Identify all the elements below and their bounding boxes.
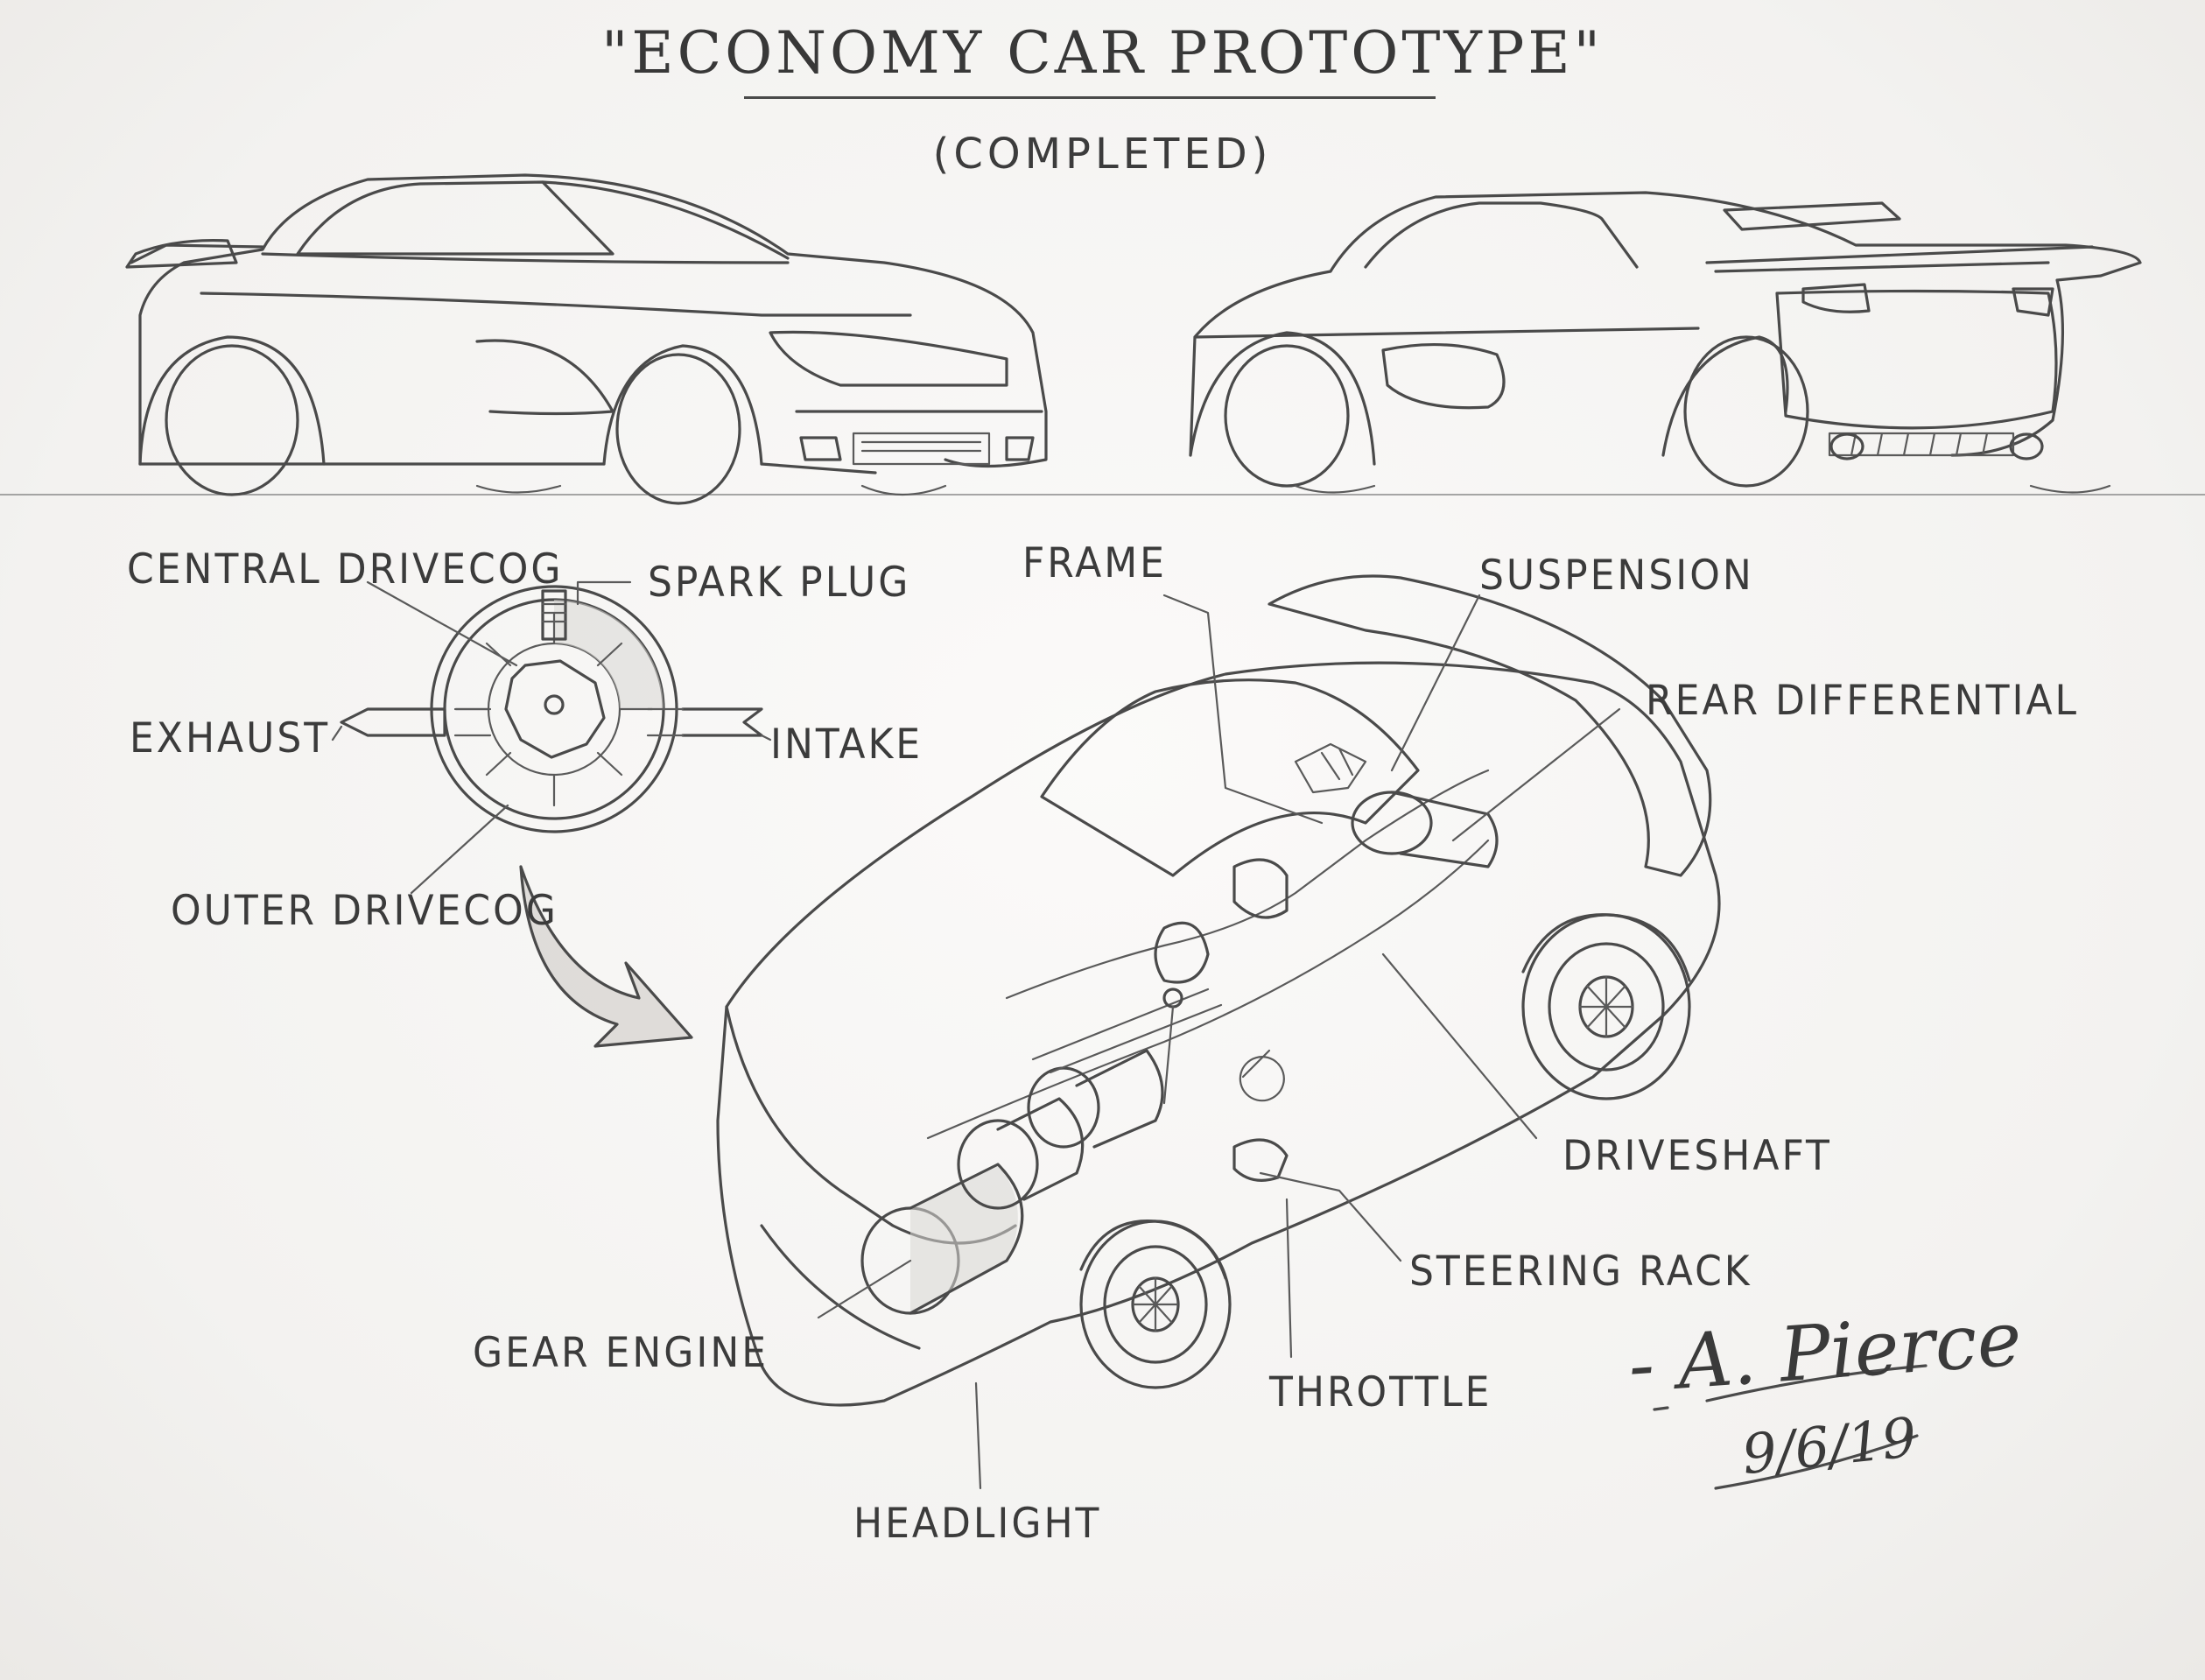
leader-lines: [331, 580, 1621, 1490]
gear-engine-diagram: [340, 585, 763, 1048]
label-frame: FRAME: [1022, 538, 1167, 588]
date-underline: [1714, 1434, 1919, 1490]
label-spark-plug: SPARK PLUG: [648, 558, 911, 608]
label-throttle: THROTTLE: [1269, 1367, 1492, 1417]
label-headlight: HEADLIGHT: [853, 1499, 1102, 1549]
signature-underline: [1705, 1364, 1928, 1402]
label-central-drivecog: CENTRAL DRIVECOG: [127, 545, 564, 594]
label-intake: INTAKE: [770, 720, 923, 770]
car-side-view-left: [125, 173, 1048, 505]
title-underline: [744, 96, 1436, 99]
signature-dash: [1653, 1406, 1669, 1411]
drawing-subtitle: (COMPLETED): [932, 130, 1273, 179]
cutaway-car: [716, 574, 1721, 1407]
car-rear-view-right: [1189, 191, 2142, 494]
label-outer-drivecog: OUTER DRIVECOG: [171, 886, 558, 936]
label-rear-differential: REAR DIFFERENTIAL: [1646, 676, 2080, 726]
label-driveshaft: DRIVESHAFT: [1562, 1131, 1832, 1181]
label-gear-engine: GEAR ENGINE: [473, 1328, 769, 1378]
label-steering-rack: STEERING RACK: [1409, 1247, 1752, 1297]
drawing-title: "ECONOMY CAR PROTOTYPE": [601, 19, 1604, 87]
label-exhaust: EXHAUST: [130, 713, 331, 763]
label-suspension: SUSPENSION: [1479, 551, 1754, 601]
